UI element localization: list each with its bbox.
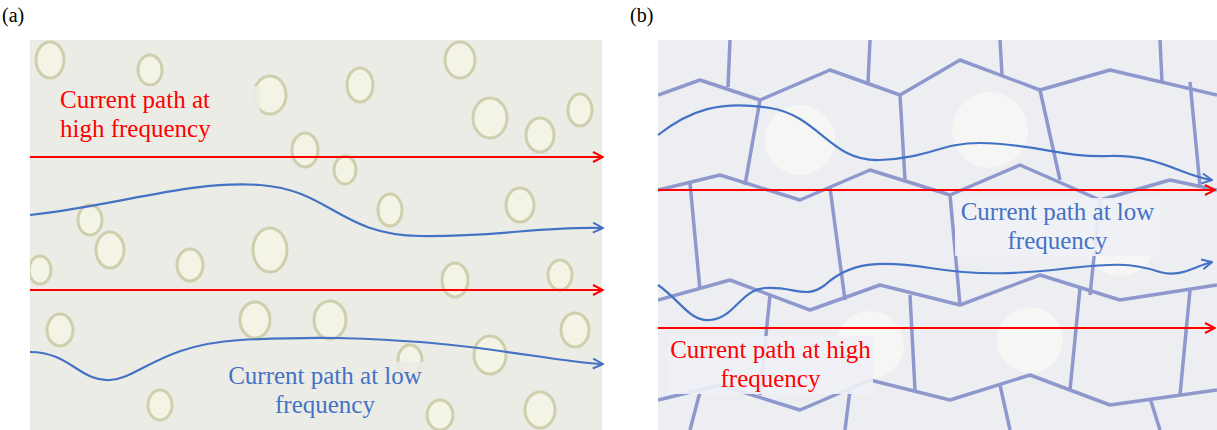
high-frequency-path <box>658 189 1215 191</box>
photo-ground <box>30 40 602 430</box>
low-frequency-path <box>658 105 1212 180</box>
high-frequency-path <box>30 156 603 158</box>
path-caption: Current path at high frequency <box>668 336 873 394</box>
low-frequency-path <box>658 262 1212 320</box>
yeast-cells <box>30 42 592 430</box>
panel-label: (b) <box>630 4 670 27</box>
path-caption: Current path at high frequency <box>60 86 260 144</box>
path-caption: Current path at low frequency <box>225 362 425 420</box>
high-frequency-path <box>30 289 603 291</box>
low-frequency-path <box>30 184 603 236</box>
path-caption: Current path at low frequency <box>955 198 1160 256</box>
photo-ground <box>658 40 1217 430</box>
cell-walls <box>658 40 1217 430</box>
current-paths <box>30 157 603 380</box>
high-frequency-path <box>658 327 1215 329</box>
current-paths <box>658 105 1215 328</box>
yeast-micrograph <box>30 40 602 430</box>
tissue-micrograph <box>658 40 1217 430</box>
panel-label: (a) <box>2 4 42 27</box>
